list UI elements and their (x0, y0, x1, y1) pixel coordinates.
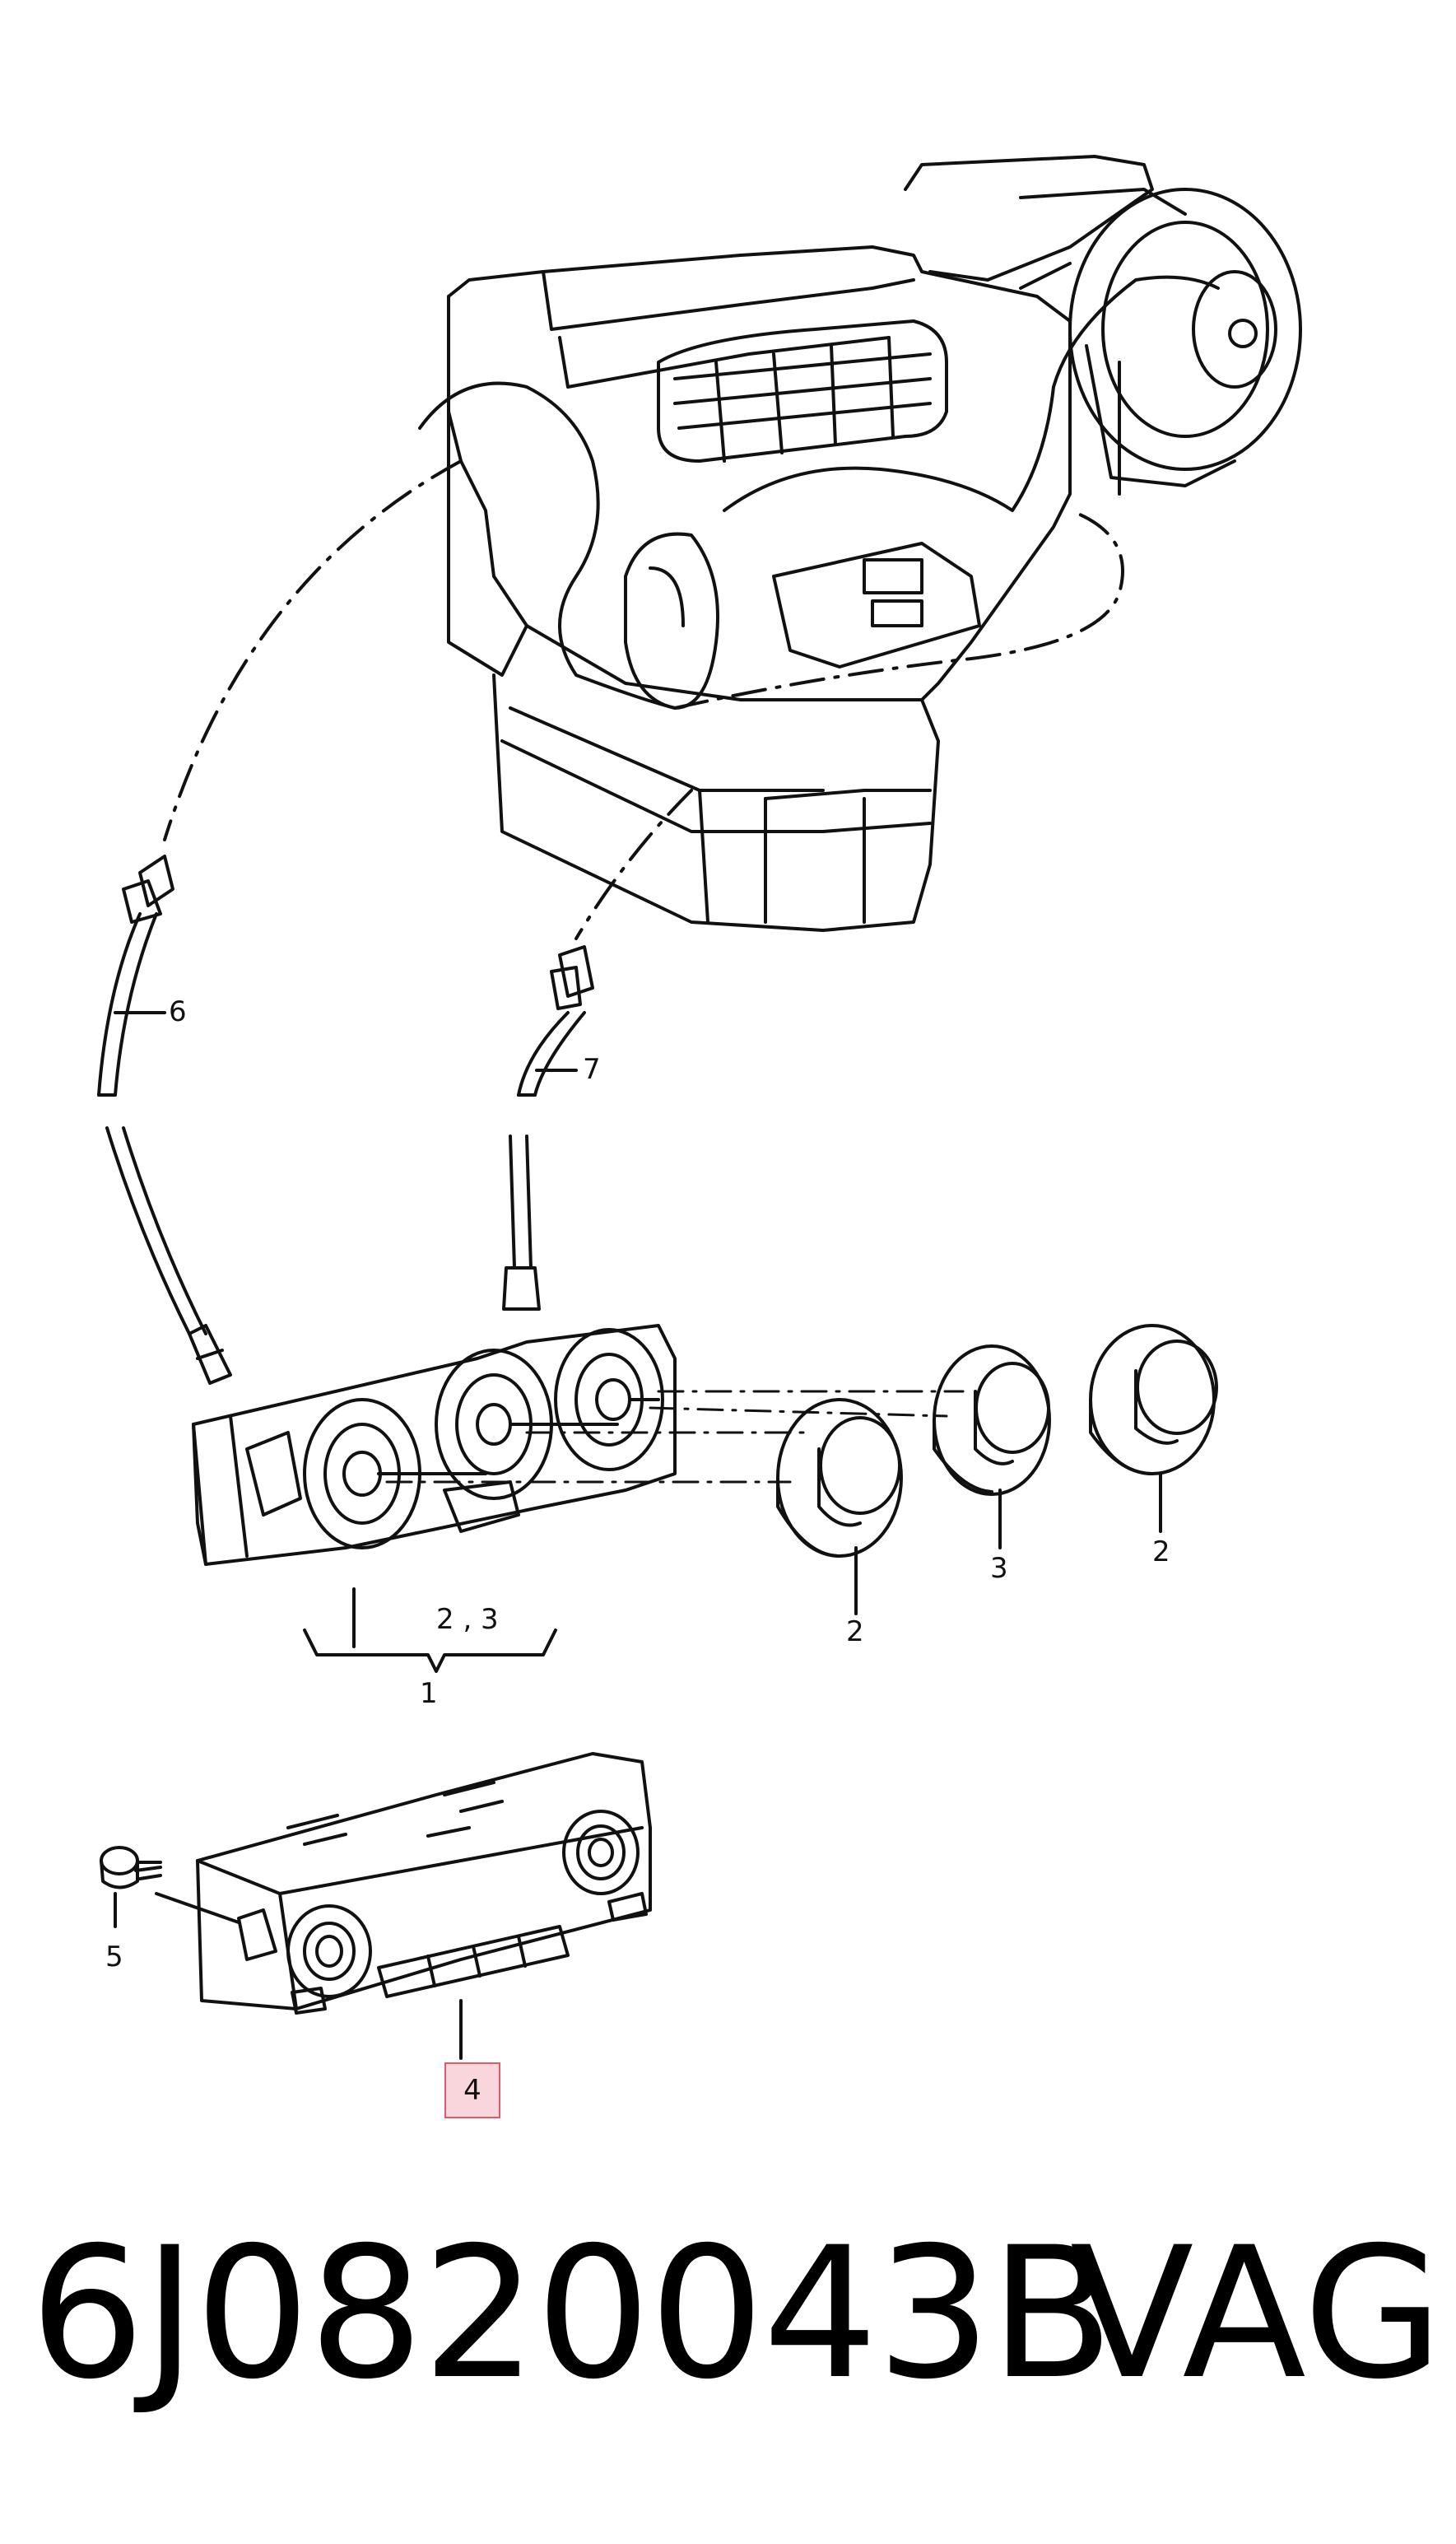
callout-2-3: 2 , 3 (436, 1603, 499, 1636)
callout-7: 7 (583, 1053, 601, 1086)
heater-housing-assembly (418, 155, 1302, 932)
part-number: 6J0820043B (30, 2208, 1114, 2419)
leader-loop (673, 509, 1124, 710)
leader-lines (163, 459, 693, 940)
callout-6: 6 (169, 995, 187, 1028)
knob-2-right (1089, 1324, 1218, 1533)
callout-1: 1 (420, 1677, 438, 1710)
screw-5 (100, 1846, 240, 1928)
group-bracket (303, 1628, 557, 1673)
callout-2-right: 2 (1152, 1535, 1170, 1568)
shaft-lines (385, 1390, 965, 1484)
bowden-cable-7 (502, 945, 594, 1311)
vent-louver (657, 319, 948, 463)
callout-2-left: 2 (846, 1615, 864, 1648)
knob-2-left (776, 1398, 903, 1615)
wiring-harness (418, 275, 1220, 710)
knob-3 (933, 1344, 1051, 1549)
callout-3: 3 (990, 1552, 1008, 1585)
connector-module (772, 542, 981, 669)
callout-4-highlighted: 4 (444, 2062, 500, 2118)
heater-control-panel-4 (196, 1752, 652, 2060)
control-unit-1 (192, 1324, 677, 1566)
bowden-cable-6 (97, 855, 232, 1385)
blower-motor (904, 155, 1302, 496)
callout-5: 5 (105, 1941, 123, 1973)
brand-name: VAG (1070, 2208, 1444, 2419)
